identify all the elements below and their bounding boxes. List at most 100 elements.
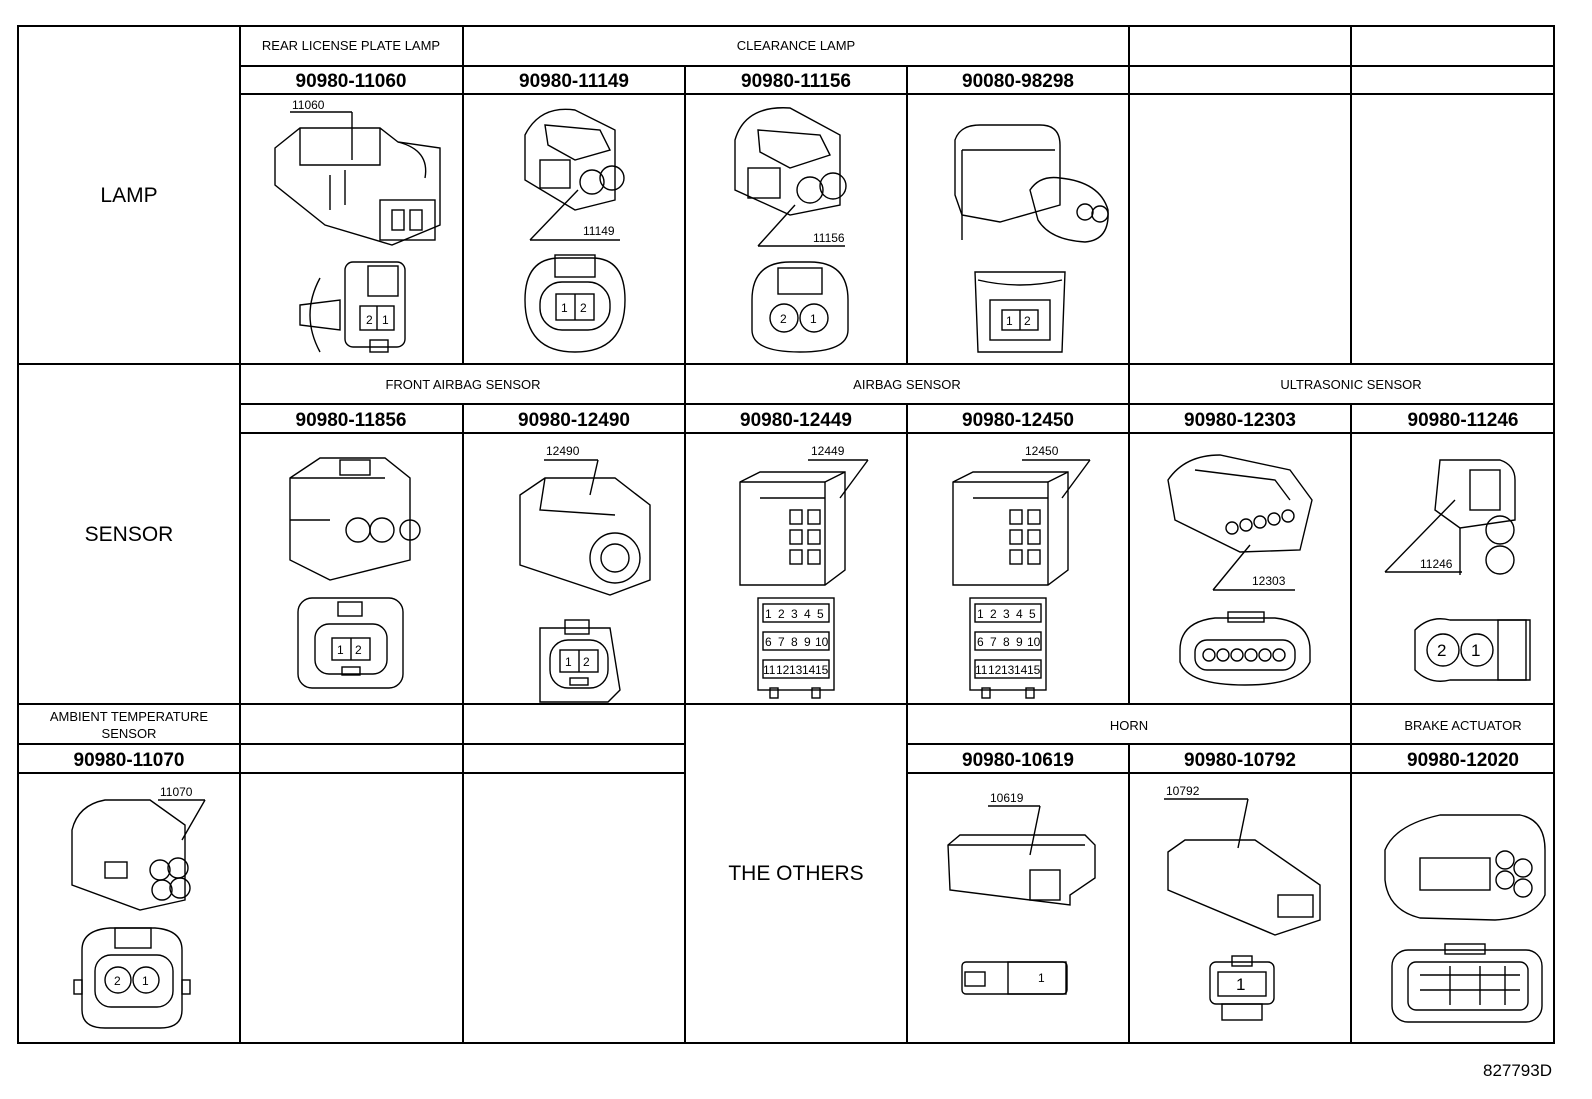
pin-number: 2 <box>1024 314 1031 328</box>
header-airbag-sensor: AIRBAG SENSOR <box>853 377 961 392</box>
pin-number: 1 <box>977 607 984 621</box>
part-number: 90980-11060 <box>296 71 407 92</box>
callout-label: 11246 <box>1420 557 1453 571</box>
pin-number: 1 <box>1038 971 1045 985</box>
pin-number: 12 <box>776 663 790 677</box>
cavity-grid <box>1009 509 1041 565</box>
part-number: 90980-10619 <box>962 750 1074 771</box>
pin-number: 12 <box>988 663 1002 677</box>
header-clearance-lamp: CLEARANCE LAMP <box>737 38 855 53</box>
pin-number: 2 <box>366 313 373 327</box>
pin-number: 13 <box>1001 663 1015 677</box>
pin-number: 10 <box>815 635 829 649</box>
pin-number: 3 <box>1003 607 1010 621</box>
pin-number: 2 <box>580 301 587 315</box>
pin-number: 10 <box>1027 635 1041 649</box>
pin-number: 1 <box>1471 641 1480 660</box>
connector-drawing-10619: 10619 1 <box>947 791 1096 995</box>
pin-number: 5 <box>1029 607 1036 621</box>
callout-label: 11060 <box>292 98 325 112</box>
header-horn: HORN <box>1110 718 1148 733</box>
pin-number: 14 <box>1014 663 1028 677</box>
pin-number: 1 <box>810 312 817 326</box>
pin-number: 9 <box>804 635 811 649</box>
part-number: 90980-12449 <box>740 410 852 431</box>
part-number: 90980-12303 <box>1184 410 1296 431</box>
pin-number: 15 <box>815 663 829 677</box>
pin-circles <box>1202 648 1286 662</box>
connector-drawing-12303: 12303 <box>1167 454 1313 686</box>
callout-label: 10792 <box>1166 784 1200 798</box>
pin-number: 5 <box>817 607 824 621</box>
pin-number: 1 <box>1236 975 1245 994</box>
header-ambient-temperature-line2: SENSOR <box>102 726 157 741</box>
header-ambient-temperature-line1: AMBIENT TEMPERATURE <box>50 709 209 724</box>
part-number: 90980-11246 <box>1408 410 1519 431</box>
header-brake-actuator: BRAKE ACTUATOR <box>1404 718 1521 733</box>
callout-label: 12303 <box>1252 574 1286 588</box>
callout-label: 11149 <box>583 224 615 238</box>
table-grid <box>17 25 1555 1044</box>
section-label-sensor: SENSOR <box>85 523 174 546</box>
pin-number: 7 <box>990 635 997 649</box>
pin-number: 6 <box>977 635 984 649</box>
connector-drawing-12450: 12450 1 2 3 4 5 6 7 8 9 10 11 <box>952 444 1091 699</box>
section-label-others: THE OTHERS <box>728 862 863 885</box>
connector-drawing-11856: 1 2 <box>289 457 421 689</box>
pin-number: 2 <box>355 643 362 657</box>
pin-number: 8 <box>1003 635 1010 649</box>
connector-drawing-12449: 12449 1 2 3 4 5 6 7 8 9 10 11 <box>739 444 869 699</box>
pin-number: 2 <box>583 655 590 669</box>
pin-grid: 1 2 3 4 5 6 7 8 9 10 11 12 13 14 15 <box>762 603 830 679</box>
pin-number: 1 <box>1006 314 1013 328</box>
pin-number: 7 <box>778 635 785 649</box>
part-number: 90980-11070 <box>74 750 185 771</box>
pin-circles <box>1225 509 1295 535</box>
header-ultrasonic-sensor: ULTRASONIC SENSOR <box>1280 377 1421 392</box>
connector-drawing-11156: 11156 2 1 <box>734 107 849 353</box>
connector-drawing-12490: 12490 1 2 <box>519 444 651 703</box>
pin-number: 4 <box>1016 607 1023 621</box>
pin-number: 15 <box>1027 663 1041 677</box>
pin-number: 11 <box>763 663 776 677</box>
cavity-grid <box>789 509 821 565</box>
callout-label: 11156 <box>813 231 845 245</box>
pin-number: 2 <box>1437 641 1446 660</box>
connector-drawing-98298: 1 2 <box>954 124 1109 353</box>
part-number: 90980-11856 <box>296 410 407 431</box>
pin-number: 2 <box>990 607 997 621</box>
callout-label: 11070 <box>160 785 193 799</box>
part-number: 90980-12490 <box>518 410 630 431</box>
part-number: 90980-12020 <box>1407 750 1519 771</box>
pin-number: 1 <box>765 607 772 621</box>
callout-label: 12449 <box>811 444 845 458</box>
pin-number: 6 <box>765 635 772 649</box>
part-number: 90980-11156 <box>741 71 851 92</box>
part-number: 90080-98298 <box>962 71 1074 92</box>
pin-number: 4 <box>804 607 811 621</box>
pin-number: 2 <box>778 607 785 621</box>
header-front-airbag-sensor: FRONT AIRBAG SENSOR <box>385 377 540 392</box>
pin-number: 14 <box>802 663 816 677</box>
pin-number: 2 <box>780 312 787 326</box>
pin-number: 1 <box>565 655 572 669</box>
connector-drawing-11060: 11060 2 1 <box>274 98 441 353</box>
connector-drawing-10792: 10792 1 <box>1164 784 1321 1021</box>
pin-number: 11 <box>975 663 988 677</box>
pin-number: 1 <box>142 974 149 988</box>
pin-number: 9 <box>1016 635 1023 649</box>
pin-number: 1 <box>561 301 568 315</box>
pin-number: 2 <box>114 974 121 988</box>
pin-number: 1 <box>382 313 389 327</box>
pin-cluster <box>1495 850 1533 898</box>
callout-label: 12490 <box>546 444 580 458</box>
connector-drawing-11246: 11246 2 1 <box>1384 459 1531 682</box>
figure-code: 827793D <box>1483 1061 1552 1080</box>
connector-drawing-12020 <box>1384 814 1546 1023</box>
pin-number: 3 <box>791 607 798 621</box>
part-number: 90980-11149 <box>519 71 629 92</box>
part-number: 90980-10792 <box>1184 750 1296 771</box>
callout-label: 10619 <box>990 791 1024 805</box>
pin-grid: 1 2 3 4 5 6 7 8 9 10 11 12 13 14 15 <box>974 603 1042 679</box>
